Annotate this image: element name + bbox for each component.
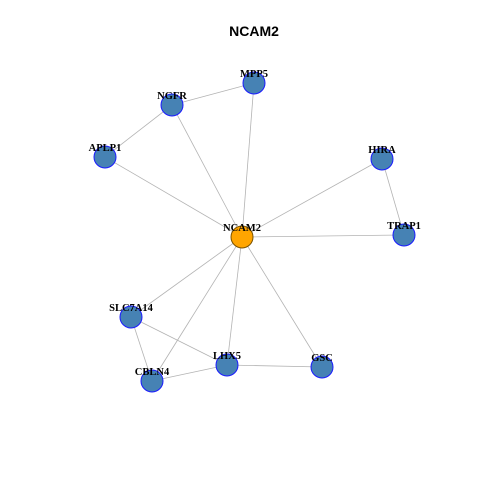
edge-ncam2-gsc bbox=[241, 236, 323, 368]
node-label-aplp1: APLP1 bbox=[89, 143, 122, 154]
edge-ncam2-trap1 bbox=[241, 234, 405, 238]
node-slc7a14[interactable] bbox=[119, 305, 143, 329]
node-label-mpp5: MPP5 bbox=[240, 69, 268, 80]
node-label-trap1: TRAP1 bbox=[387, 221, 421, 232]
edge-lhx5-gsc bbox=[226, 364, 323, 368]
node-label-ncam2: NCAM2 bbox=[223, 223, 261, 234]
node-aplp1[interactable] bbox=[93, 145, 117, 169]
node-label-cbln4: CBLN4 bbox=[135, 367, 170, 378]
edge-ngfr-aplp1 bbox=[104, 104, 173, 158]
node-trap1[interactable] bbox=[392, 223, 416, 247]
node-label-lhx5: LHX5 bbox=[213, 351, 241, 362]
node-label-gsc: GSC bbox=[311, 353, 333, 364]
graph-title: NCAM2 bbox=[229, 23, 279, 39]
edge-hira-trap1 bbox=[381, 158, 405, 236]
node-cbln4[interactable] bbox=[140, 369, 164, 393]
nodes-layer bbox=[93, 71, 416, 393]
edge-ncam2-lhx5 bbox=[226, 236, 243, 366]
edge-lhx5-cbln4 bbox=[151, 364, 228, 382]
node-mpp5[interactable] bbox=[242, 71, 266, 95]
edge-ncam2-cbln4 bbox=[151, 236, 243, 382]
node-label-ngfr: NGFR bbox=[157, 91, 187, 102]
node-ngfr[interactable] bbox=[160, 93, 184, 117]
edge-ncam2-slc7a14 bbox=[130, 236, 243, 318]
node-label-slc7a14: SLC7A14 bbox=[109, 303, 154, 314]
edge-slc7a14-lhx5 bbox=[130, 316, 228, 366]
node-ncam2[interactable] bbox=[230, 225, 254, 249]
edge-ncam2-ngfr bbox=[171, 104, 243, 238]
edge-ngfr-mpp5 bbox=[171, 82, 255, 106]
node-hira[interactable] bbox=[370, 147, 394, 171]
edge-ncam2-hira bbox=[241, 158, 383, 238]
node-label-hira: HIRA bbox=[368, 145, 396, 156]
edge-ncam2-mpp5 bbox=[241, 82, 255, 238]
node-lhx5[interactable] bbox=[215, 353, 239, 377]
edge-ncam2-aplp1 bbox=[104, 156, 243, 238]
node-gsc[interactable] bbox=[310, 355, 334, 379]
